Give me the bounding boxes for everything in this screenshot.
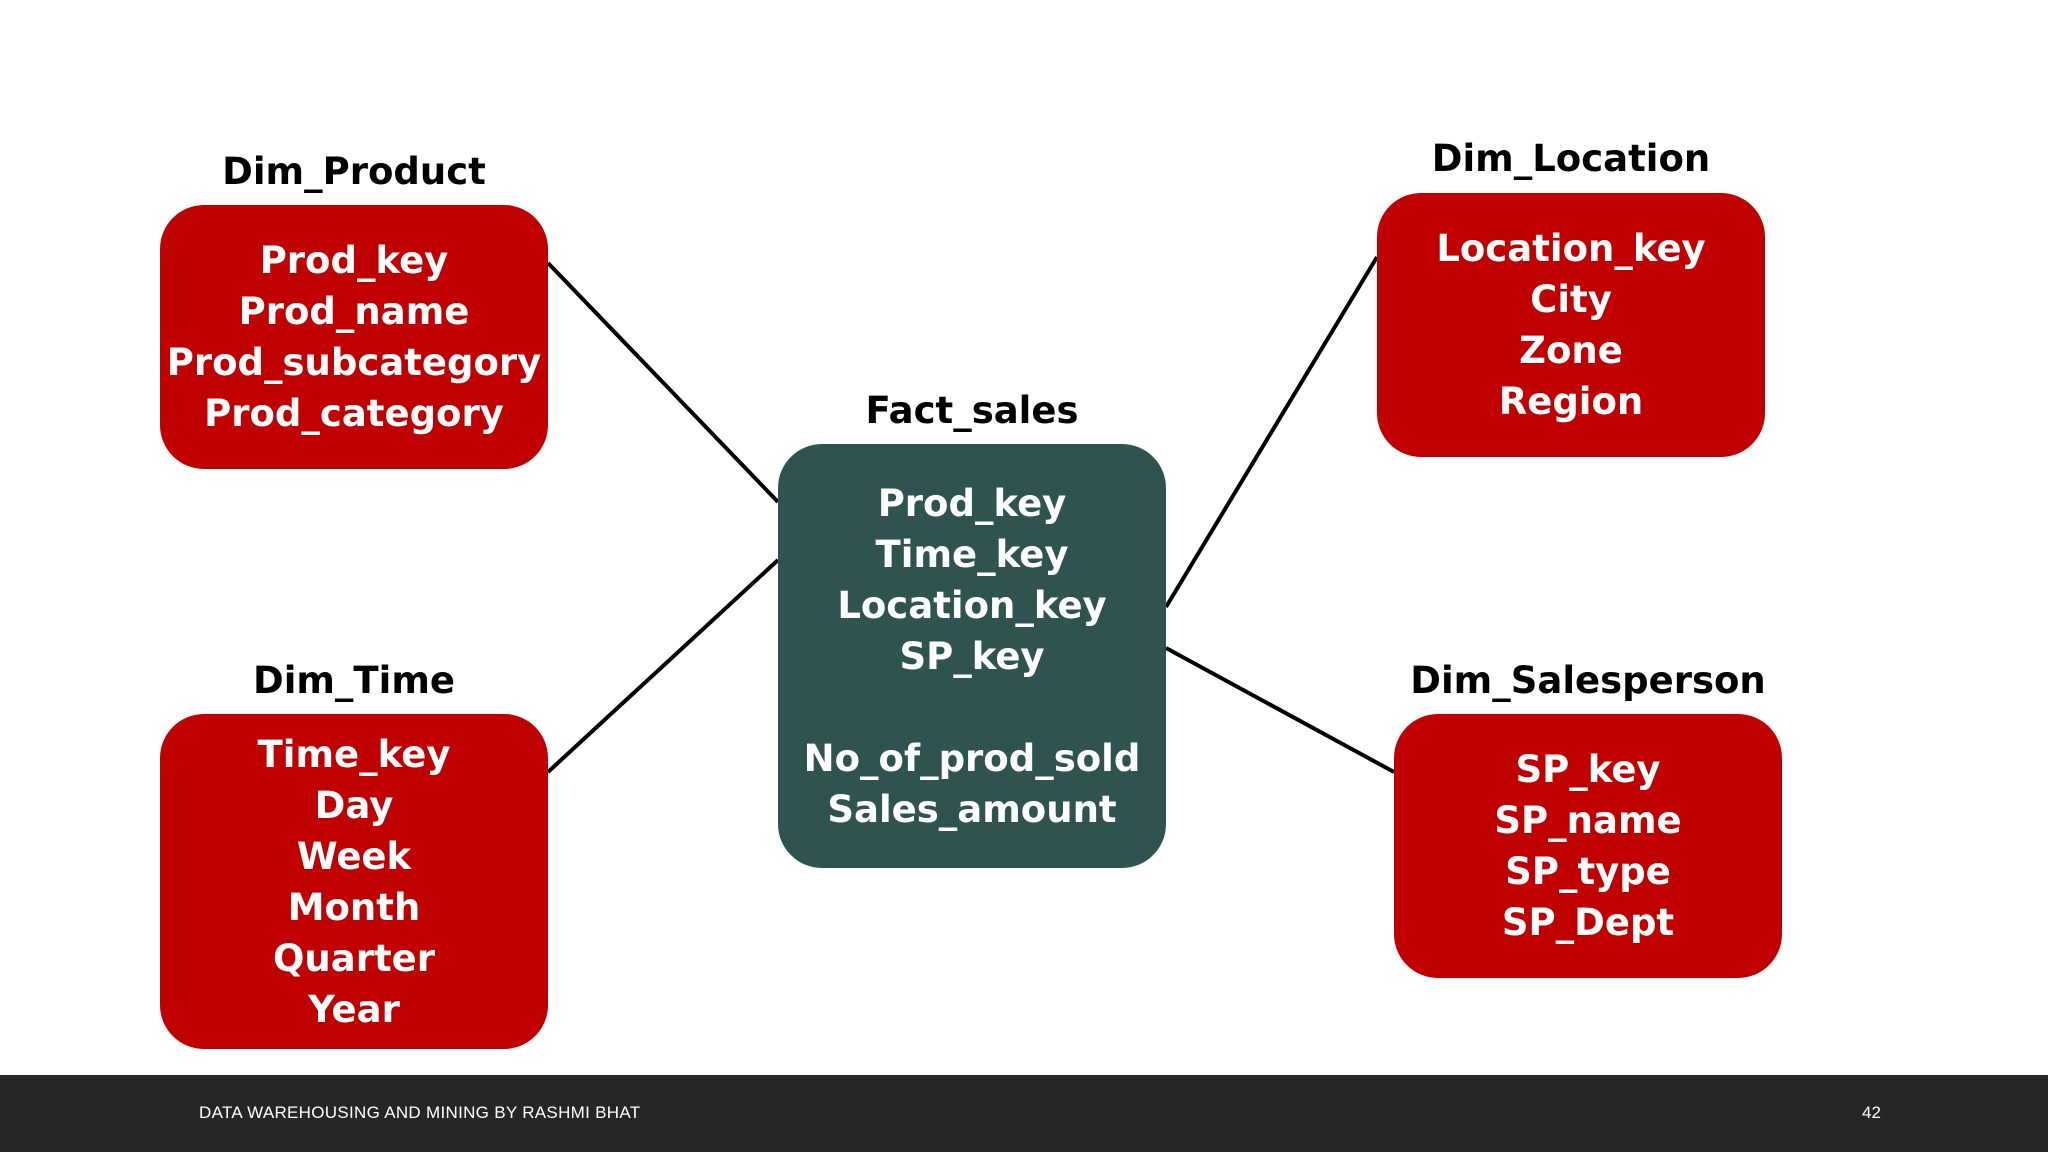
- fact-key-field: Location_key: [837, 583, 1107, 627]
- footer-text: DATA WAREHOUSING AND MINING BY RASHMI BH…: [199, 1103, 641, 1122]
- fact-key-field: Time_key: [875, 532, 1069, 576]
- dim-time-box: Time_key Day Week Month Quarter Year: [160, 714, 548, 1049]
- dim-location-title: Dim_Location: [1431, 137, 1711, 180]
- dim-salesperson-field: SP_key: [1515, 748, 1661, 791]
- dim-salesperson-field: SP_Dept: [1501, 901, 1675, 944]
- fact-sales-box: Prod_key Time_key Location_key SP_key No…: [778, 444, 1166, 868]
- connector-location-fact: [1164, 255, 1379, 609]
- dim-location-field: Region: [1498, 380, 1644, 423]
- dim-time-field: Day: [314, 783, 394, 827]
- dim-product-box: Prod_key Prod_name Prod_subcategory Prod…: [160, 205, 548, 469]
- page-number: 42: [1862, 1103, 1881, 1122]
- dim-time-field: Month: [287, 885, 421, 929]
- dim-salesperson-field: SP_name: [1494, 799, 1682, 842]
- dim-location-field: Location_key: [1436, 227, 1706, 270]
- dim-salesperson-box: SP_key SP_name SP_type SP_Dept: [1394, 714, 1782, 978]
- fact-key-field: Prod_key: [877, 481, 1067, 525]
- dim-time-field: Week: [296, 834, 412, 878]
- fact-sales-title: Fact_sales: [865, 389, 1079, 432]
- dim-product-title: Dim_Product: [222, 150, 486, 193]
- dim-salesperson-field: SP_type: [1505, 850, 1671, 893]
- fact-key-field: SP_key: [899, 634, 1045, 678]
- connector-time-fact: [546, 558, 780, 774]
- dim-product-field: Prod_name: [238, 290, 470, 333]
- footer-bar: DATA WAREHOUSING AND MINING BY RASHMI BH…: [0, 1075, 2048, 1152]
- fact-measure-field: No_of_prod_sold: [803, 736, 1141, 780]
- dim-time-title: Dim_Time: [252, 659, 456, 702]
- dim-product-field: Prod_key: [259, 239, 449, 282]
- connector-salesperson-fact: [1165, 646, 1395, 774]
- dim-location-field: City: [1530, 278, 1612, 321]
- dim-location-field: Zone: [1519, 329, 1623, 372]
- dim-time-field: Quarter: [272, 936, 436, 980]
- connector-product-fact: [546, 261, 780, 504]
- dim-product-field: Prod_category: [204, 392, 504, 435]
- dim-time-field: Year: [308, 987, 400, 1031]
- dim-time-field: Time_key: [257, 732, 451, 776]
- dim-product-field: Prod_subcategory: [166, 341, 542, 384]
- dim-salesperson-title: Dim_Salesperson: [1410, 659, 1766, 702]
- fact-measure-field: Sales_amount: [827, 787, 1117, 831]
- dim-location-box: Location_key City Zone Region: [1377, 193, 1765, 457]
